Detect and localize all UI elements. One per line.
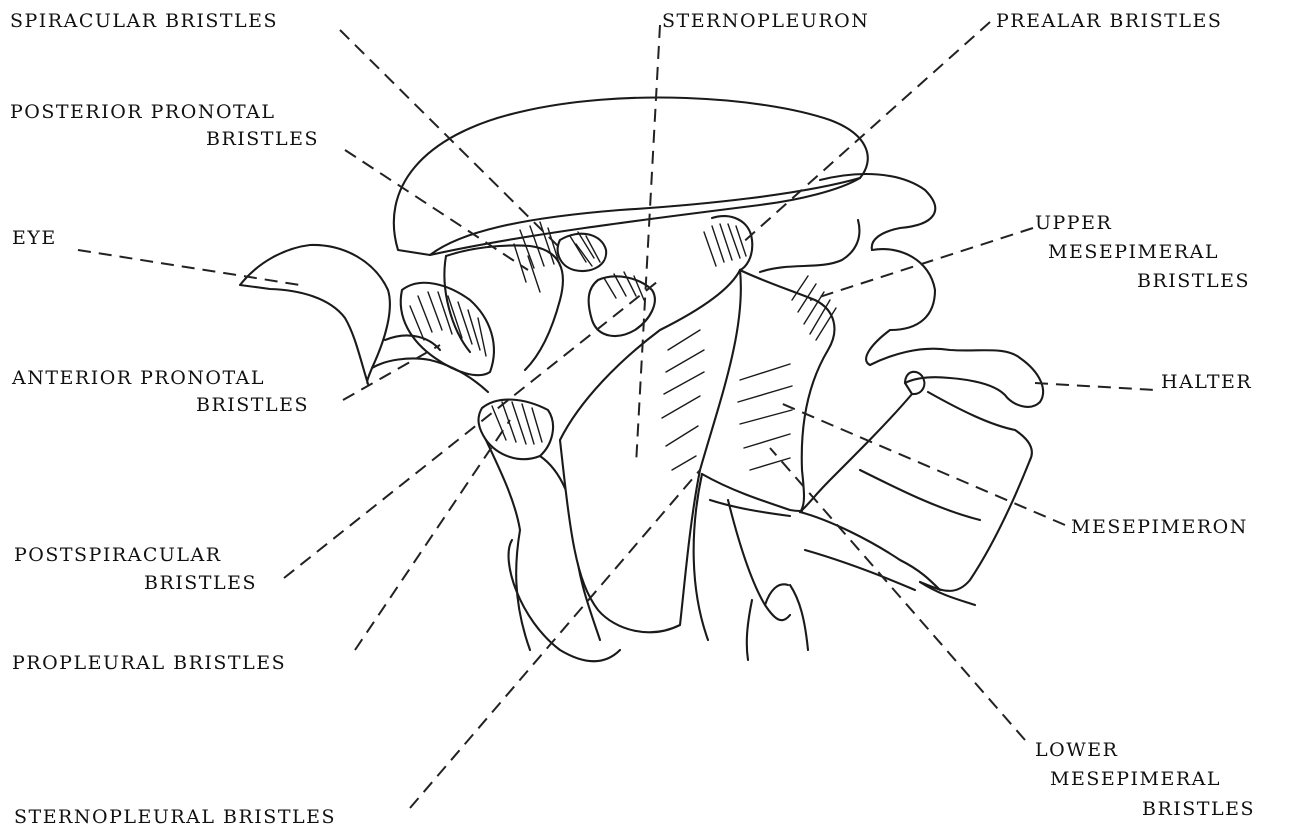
leader-spiracular	[340, 30, 562, 250]
upper-mesepimeral-hairs	[792, 276, 836, 340]
label-eye: EYE	[12, 226, 57, 251]
halter-knob	[905, 372, 924, 394]
leader-anterior-pronotal	[343, 345, 440, 400]
label-spiracular-bristles: SPIRACULAR BRISTLES	[10, 9, 278, 34]
leader-upper-mesepimeral	[810, 228, 1033, 300]
leader-sternopleural	[410, 470, 700, 808]
leader-eye	[78, 250, 300, 285]
label-upper-mesepimeral-line3: BRISTLES	[1137, 269, 1250, 294]
label-prealar-bristles: PREALAR BRISTLES	[996, 9, 1222, 34]
leader-posterior-pronotal	[345, 150, 528, 270]
eye-outline	[240, 245, 390, 384]
label-lower-mesepimeral-line3: BRISTLES	[1142, 797, 1255, 822]
leader-propleural	[355, 420, 510, 650]
label-anterior-pronotal-line1: ANTERIOR PRONOTAL	[12, 366, 265, 391]
scutum-outline	[394, 98, 868, 255]
mesepimeral-hairs	[738, 364, 792, 470]
label-upper-mesepimeral-line2: MESEPIMERAL	[1048, 240, 1219, 265]
label-lower-mesepimeral-line1: LOWER	[1035, 738, 1118, 763]
label-posterior-pronotal-line2: BRISTLES	[206, 127, 319, 152]
label-halter: HALTER	[1161, 370, 1252, 395]
thorax-illustration	[240, 98, 1043, 662]
leader-halter	[1035, 383, 1155, 390]
leader-prealar	[740, 22, 990, 245]
label-postspiracular-line1: POSTSPIRACULAR	[14, 543, 222, 568]
label-posterior-pronotal-line1: POSTERIOR PRONOTAL	[10, 100, 276, 125]
scutellum-outline	[820, 174, 935, 250]
label-propleural-bristles: PROPLEURAL BRISTLES	[12, 651, 286, 676]
abdomen-outline	[800, 394, 912, 512]
mesepimeron-outline	[740, 270, 834, 512]
label-postspiracular-line2: BRISTLES	[144, 571, 257, 596]
label-upper-mesepimeral-line1: UPPER	[1035, 211, 1112, 236]
leader-mesepimeron	[778, 402, 1065, 525]
label-sternopleuron: STERNOPLEURON	[662, 9, 869, 34]
label-anterior-pronotal-line2: BRISTLES	[196, 393, 309, 418]
label-mesepimeron: MESEPIMERON	[1071, 515, 1248, 540]
label-lower-mesepimeral-line2: MESEPIMERAL	[1050, 767, 1221, 792]
label-sternopleural-bristles: STERNOPLEURAL BRISTLES	[14, 805, 336, 830]
prealar-hairs	[704, 224, 746, 266]
sternopleuron	[560, 270, 741, 632]
